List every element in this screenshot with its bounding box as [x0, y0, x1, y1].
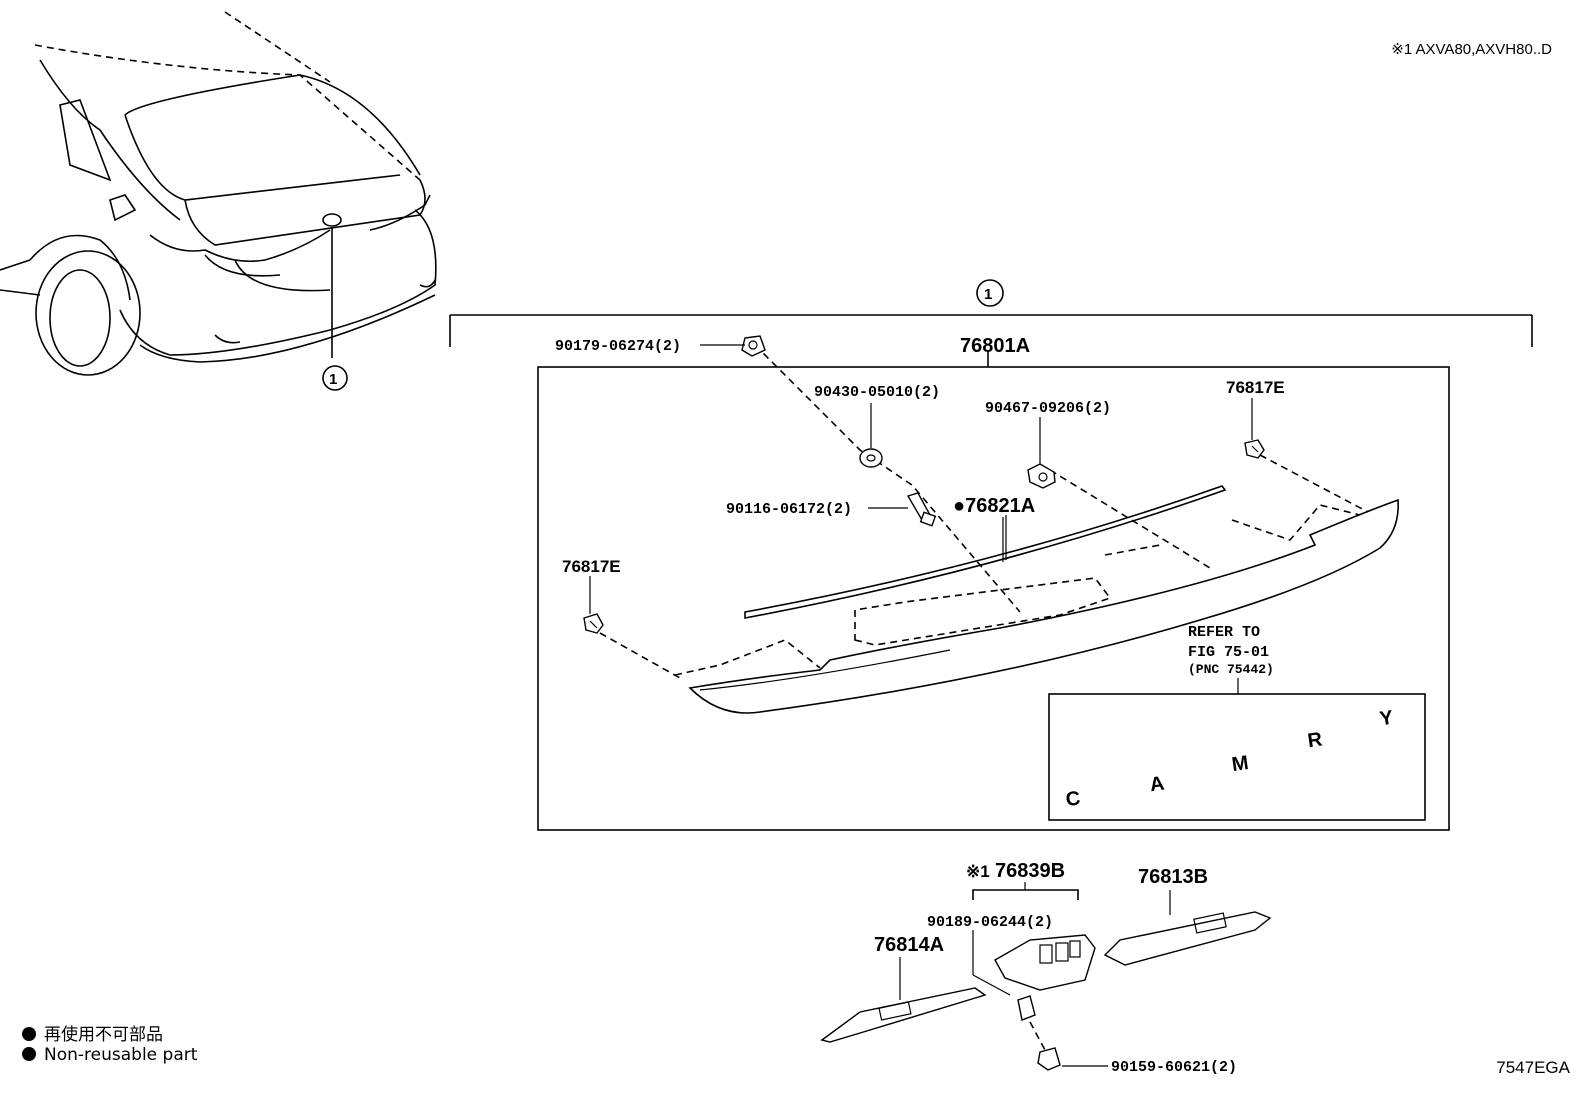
bolt-icon — [906, 492, 937, 527]
emblem-letter-c: C — [1064, 787, 1081, 811]
label-lamp-cover: 76839B — [995, 860, 1065, 882]
label-clip-center: 90467-09206(2) — [985, 400, 1111, 417]
label-clip-top-right: 76817E — [1226, 378, 1285, 397]
clip-left-icon — [583, 613, 604, 634]
leader-lines — [599, 344, 1369, 679]
label-assy: 76801A — [960, 335, 1030, 357]
label-screw-lamp: 90189-06244(2) — [927, 914, 1053, 931]
label-lamp-cover-prefix: ※1 — [966, 862, 990, 881]
washer-icon — [859, 448, 883, 468]
label-bolt: 90116-06172(2) — [726, 501, 852, 518]
callout-1-bracket: 1 — [984, 286, 992, 303]
variant-note: ※1 AXVA80,AXVH80..D — [1391, 41, 1552, 58]
lamp-assembly: ※1 76839B 90189-06244(2) 76813B 76814A 9… — [820, 860, 1272, 1076]
vehicle-rear-outline: 1 — [0, 11, 437, 391]
label-mold: ●76821A — [953, 495, 1035, 517]
bullet-icon — [22, 1027, 36, 1041]
label-screw-bottom: 90159-60621(2) — [1111, 1059, 1237, 1076]
legend-non-reusable-jp: 再使用不可部品 — [22, 1020, 163, 1045]
nut-top-icon — [741, 335, 766, 357]
emblem-letter-r: R — [1306, 728, 1324, 752]
bullet-icon — [22, 1047, 36, 1061]
callout-1-car: 1 — [329, 371, 337, 388]
legend-jp-text: 再使用不可部品 — [44, 1025, 163, 1045]
assy-frame — [537, 366, 1450, 831]
label-nut-top: 90179-06274(2) — [555, 338, 681, 355]
label-washer: 90430-05010(2) — [814, 384, 940, 401]
label-clip-left: 76817E — [562, 557, 621, 576]
emblem-letter-m: M — [1230, 752, 1250, 776]
label-lamp-right: 76813B — [1138, 866, 1208, 888]
refer-line-3: (PNC 75442) — [1188, 662, 1274, 677]
emblem-letter-a: A — [1148, 772, 1165, 796]
refer-emblem-box: REFER TO FIG 75-01 (PNC 75442) C A M R Y — [1048, 624, 1426, 821]
assy-bracket: 1 — [449, 279, 1533, 347]
clip-center-icon — [1027, 463, 1056, 489]
label-lamp-left: 76814A — [874, 934, 944, 956]
refer-line-1: REFER TO — [1188, 624, 1260, 641]
refer-line-2: FIG 75-01 — [1188, 644, 1269, 661]
clip-top-right-icon — [1244, 439, 1265, 459]
legend-non-reusable-en: Non-reusable part — [22, 1045, 197, 1065]
legend-en-text: Non-reusable part — [44, 1045, 198, 1065]
garnish-panel — [674, 485, 1399, 714]
figure-code: 7547EGA — [1496, 1058, 1570, 1077]
emblem-letter-y: Y — [1378, 707, 1395, 731]
